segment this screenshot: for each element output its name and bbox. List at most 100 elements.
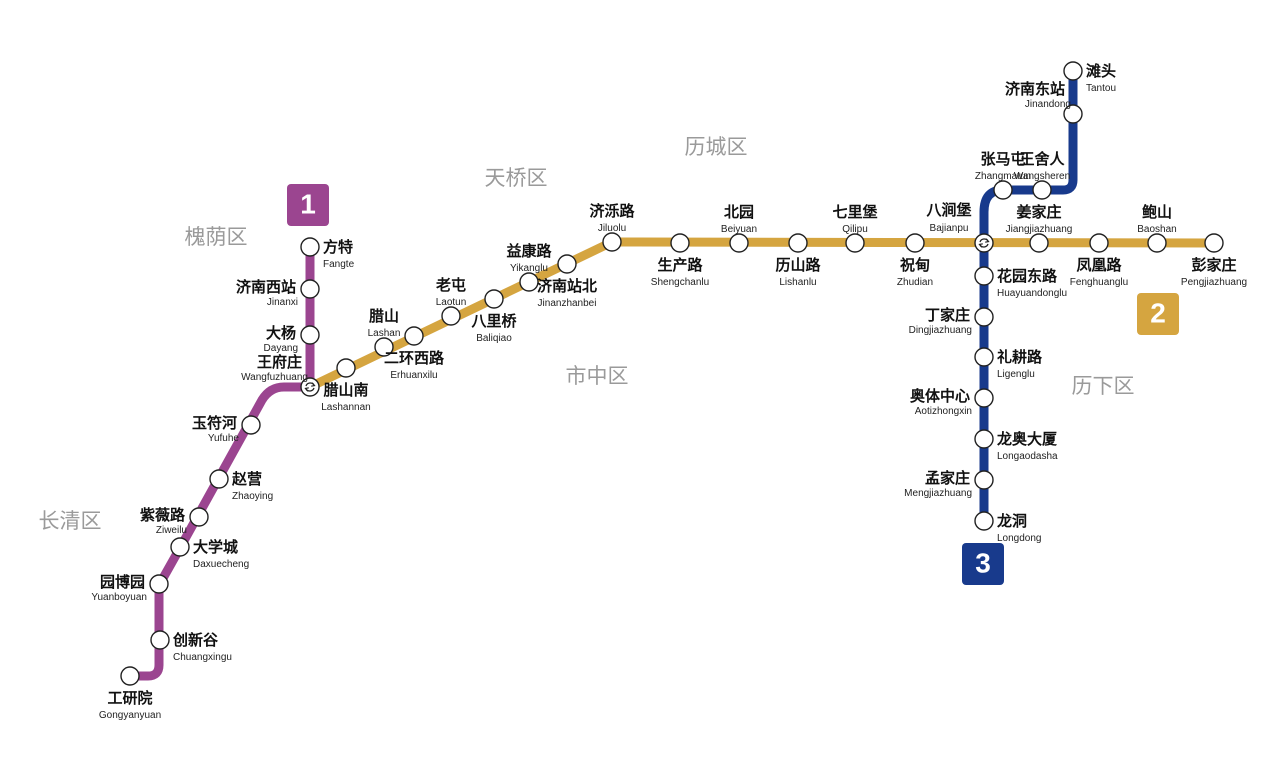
station-fenghuanglu[interactable] xyxy=(1089,233,1109,253)
station-ziweilu[interactable] xyxy=(189,507,209,527)
station-jiangjiazhuang[interactable] xyxy=(1029,233,1049,253)
station-zhudian[interactable] xyxy=(905,233,925,253)
station-name-huayuandonglu: 花园东路 xyxy=(997,267,1058,285)
station-wangsheren[interactable] xyxy=(1032,180,1052,200)
station-marker xyxy=(300,325,320,345)
line-2-badge[interactable]: 2 xyxy=(1137,293,1179,335)
station-name-zhudian: 祝甸 xyxy=(900,256,930,274)
station-pinyin-jinandong: Jinandong xyxy=(1025,99,1071,110)
line-1-badge[interactable]: 1 xyxy=(287,184,329,226)
station-pinyin-bajianpu: Bajianpu xyxy=(930,223,969,234)
station-pinyin-jinanzhanbei: Jinanzhanbei xyxy=(538,298,597,309)
interchange-arrows-icon xyxy=(978,238,990,248)
district-shizhong: 市中区 xyxy=(566,364,629,388)
station-name-shengchanlu: 生产路 xyxy=(657,256,703,274)
station-aotizhongxin[interactable] xyxy=(974,388,994,408)
station-pinyin-lishanlu: Lishanlu xyxy=(779,277,816,288)
station-shengchanlu[interactable] xyxy=(670,233,690,253)
station-fangte[interactable] xyxy=(300,237,320,257)
station-huayuandonglu[interactable] xyxy=(974,266,994,286)
station-lashan[interactable] xyxy=(374,337,394,357)
station-marker xyxy=(1029,233,1049,253)
district-lixia: 历下区 xyxy=(1072,374,1135,398)
station-name-tantou: 滩头 xyxy=(1086,62,1116,80)
station-pinyin-beiyuan: Beiyuan xyxy=(721,224,757,235)
station-mengjiazhuang[interactable] xyxy=(974,470,994,490)
line-1-track xyxy=(125,242,315,681)
station-name-bajianpu: 八涧堡 xyxy=(925,201,971,219)
station-name-pengjiazhuang: 彭家庄 xyxy=(1191,256,1236,274)
station-daxuecheng[interactable] xyxy=(170,537,190,557)
station-pinyin-zhudian: Zhudian xyxy=(897,277,933,288)
station-zhangmatun[interactable] xyxy=(993,180,1013,200)
station-lishanlu[interactable] xyxy=(788,233,808,253)
station-marker xyxy=(170,537,190,557)
station-jinandong[interactable] xyxy=(1063,104,1083,124)
station-chuangxingu[interactable] xyxy=(150,630,170,650)
station-beiyuan[interactable] xyxy=(729,233,749,253)
station-marker xyxy=(993,180,1013,200)
station-pinyin-lashannan: Lashannan xyxy=(321,402,371,413)
station-pengjiazhuang[interactable] xyxy=(1204,233,1224,253)
station-pinyin-yikanglu: Yikanglu xyxy=(510,263,548,274)
station-bajianpu[interactable] xyxy=(974,233,994,253)
station-pinyin-yuanboyuan: Yuanboyuan xyxy=(91,592,147,603)
station-marker xyxy=(974,511,994,531)
station-name-mengjiazhuang: 孟家庄 xyxy=(925,469,970,487)
station-marker xyxy=(209,469,229,489)
station-pinyin-jinanxi: Jinanxi xyxy=(267,297,298,308)
station-marker xyxy=(300,377,320,397)
station-pinyin-qilipu: Qilipu xyxy=(842,224,868,235)
station-yikanglu[interactable] xyxy=(519,272,539,292)
station-name-aotizhongxin: 奥体中心 xyxy=(910,387,970,405)
station-laotun[interactable] xyxy=(441,306,461,326)
station-name-yikanglu: 益康路 xyxy=(506,242,552,260)
station-dingjiazhuang[interactable] xyxy=(974,307,994,327)
line-3-badge[interactable]: 3 xyxy=(962,543,1004,585)
station-marker xyxy=(336,358,356,378)
line-3-badge-label: 3 xyxy=(975,547,991,578)
station-yufuhe[interactable] xyxy=(241,415,261,435)
station-name-chuangxingu: 创新谷 xyxy=(172,631,219,649)
station-pinyin-shengchanlu: Shengchanlu xyxy=(651,277,709,288)
station-name-wangsheren: 王舍人 xyxy=(1019,150,1065,168)
station-marker xyxy=(300,279,320,299)
station-marker xyxy=(974,266,994,286)
station-name-jinanxi: 济南西站 xyxy=(236,278,296,296)
line-badges: 1 2 3 xyxy=(287,184,1179,585)
station-name-ziweilu: 紫薇路 xyxy=(140,506,186,524)
station-marker xyxy=(1089,233,1109,253)
line-1-badge-label: 1 xyxy=(300,188,316,219)
station-longdong[interactable] xyxy=(974,511,994,531)
station-marker xyxy=(519,272,539,292)
station-marker xyxy=(974,347,994,367)
station-tantou[interactable] xyxy=(1063,61,1083,81)
station-longaodasha[interactable] xyxy=(974,429,994,449)
station-marker xyxy=(974,429,994,449)
station-marker xyxy=(602,232,622,252)
station-name-lishanlu: 历山路 xyxy=(775,256,821,274)
station-name-qilipu: 七里堡 xyxy=(832,203,877,221)
station-baliqiao[interactable] xyxy=(484,289,504,309)
station-pinyin-lashan: Lashan xyxy=(368,328,401,339)
station-zhaoying[interactable] xyxy=(209,469,229,489)
station-pinyin-ziweilu: Ziweilu xyxy=(156,525,187,536)
station-baoshan[interactable] xyxy=(1147,233,1167,253)
station-qilipu[interactable] xyxy=(845,233,865,253)
station-marker xyxy=(729,233,749,253)
station-jinanzhanbei[interactable] xyxy=(557,254,577,274)
station-pinyin-longaodasha: Longaodasha xyxy=(997,451,1058,462)
station-pinyin-dingjiazhuang: Dingjiazhuang xyxy=(909,325,972,336)
station-erhuanxilu[interactable] xyxy=(404,326,424,346)
station-ligenglu[interactable] xyxy=(974,347,994,367)
station-yuanboyuan[interactable] xyxy=(149,574,169,594)
station-wangfuzhuang[interactable] xyxy=(300,377,320,397)
station-lashannan[interactable] xyxy=(336,358,356,378)
station-gongyanyuan[interactable] xyxy=(120,666,140,686)
station-pinyin-longdong: Longdong xyxy=(997,533,1042,544)
station-jinanxi[interactable] xyxy=(300,279,320,299)
station-name-longdong: 龙洞 xyxy=(996,512,1027,530)
station-dayang[interactable] xyxy=(300,325,320,345)
station-jiluolu[interactable] xyxy=(602,232,622,252)
